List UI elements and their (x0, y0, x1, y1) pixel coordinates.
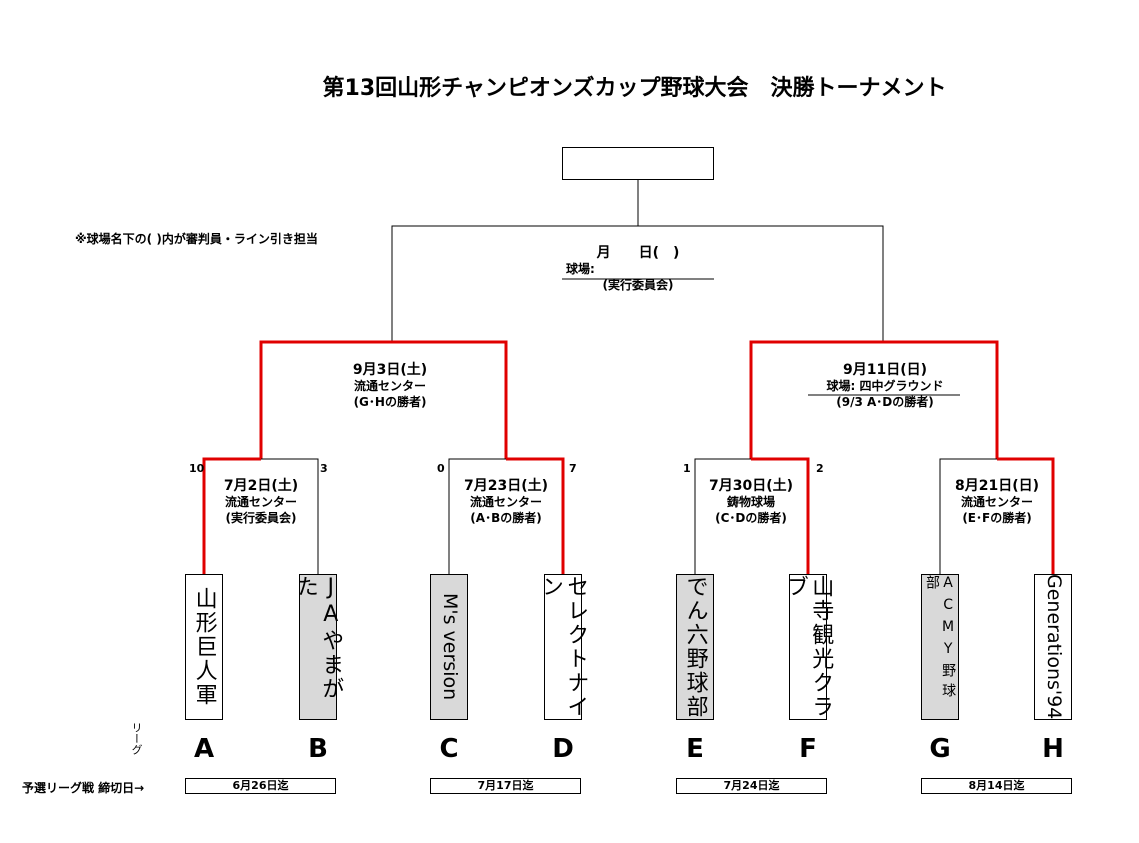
qf1-date: 7月2日(土) (223, 478, 299, 494)
referee-note: ※球場名下の( )内が審判員・ライン引き担当 (75, 232, 318, 246)
final-referee: (実行委員会) (602, 278, 674, 292)
qf3-score-right: 2 (816, 462, 824, 475)
team-name-f: 山寺観光クラブ (783, 575, 834, 719)
team-box-a: 山形巨人軍 (185, 574, 223, 720)
qf3-left (694, 458, 751, 574)
qf1-score-left: 10 (189, 462, 205, 475)
qf4-date: 8月21日(日) (954, 478, 1040, 494)
deadline-ef: 7月24日迄 (676, 778, 827, 794)
qf2-left (448, 458, 506, 574)
qf3-score-left: 1 (683, 462, 691, 475)
team-name-b: JAやまがた (293, 575, 344, 701)
champion-box (562, 147, 714, 180)
semi-right-bracket-left (749, 340, 883, 459)
deadline-ab: 6月26日迄 (185, 778, 336, 794)
semi-left-date: 9月3日(土) (352, 362, 428, 378)
team-box-h: Generations'94 (1034, 574, 1072, 720)
semi-left-bracket-right (392, 340, 508, 459)
qf2-venue: 流通センター (469, 495, 542, 509)
qf4-right (997, 457, 1055, 574)
qf4-venue: 流通センター (960, 495, 1033, 509)
qf1-left (202, 457, 261, 574)
qf1-right (261, 458, 319, 574)
qf2-score-left: 0 (437, 462, 445, 475)
deadline-label: 予選リーグ戦 締切日→ (22, 781, 145, 795)
qf2-date: 7月23日(土) (463, 478, 549, 494)
semi-right-bracket-right (883, 340, 999, 459)
qf4-referee: (E･Fの勝者) (962, 511, 1032, 525)
final-info: 月 日( ) 球場: (実行委員会) (540, 245, 736, 293)
qf3-date: 7月30日(土) (708, 478, 794, 494)
qf2-right (506, 457, 565, 574)
team-box-d: セレクトナイン (538, 574, 588, 720)
semi-right-date: 9月11日(日) (842, 362, 928, 378)
qf1-score-right: 3 (320, 462, 328, 475)
semi-left-venue: 流通センター (353, 379, 426, 393)
team-name-c: M's version (438, 593, 461, 701)
semi-left-bracket-left (259, 340, 392, 459)
team-name-e: でん六野球部 (682, 575, 708, 719)
qf1-info: 7月2日(土) 流通センター (実行委員会) (196, 478, 326, 526)
league-letter-c: C (439, 734, 459, 764)
team-box-b: JAやまがた (293, 574, 343, 720)
final-venue: 球場: (566, 262, 595, 276)
team-name-a: 山形巨人軍 (191, 587, 217, 707)
page-title: 第13回山形チャンピオンズカップ野球大会 決勝トーナメント (322, 76, 947, 101)
qf2-info: 7月23日(土) 流通センター (A･Bの勝者) (441, 478, 571, 526)
qf4-left (939, 458, 997, 574)
team-box-c: M's version (430, 574, 468, 720)
qf1-venue: 流通センター (224, 495, 297, 509)
semi-right-info: 9月11日(日) 球場: 四中グラウンド (9/3 A･Dの勝者) (795, 362, 975, 410)
league-letter-e: E (686, 734, 704, 764)
league-letter-f: F (799, 734, 817, 764)
team-box-e: でん六野球部 (676, 574, 714, 720)
team-name-h: Generations'94 (1042, 574, 1065, 720)
final-bracket (391, 225, 884, 342)
league-letter-b: B (308, 734, 328, 764)
league-letter-d: D (552, 734, 574, 764)
qf3-info: 7月30日(土) 鋳物球場 (C･Dの勝者) (686, 478, 816, 526)
deadline-cd: 7月17日迄 (430, 778, 581, 794)
qf1-referee: (実行委員会) (225, 511, 297, 525)
team-name-g: ACMY野球部 (924, 575, 957, 703)
semi-right-referee: (9/3 A･Dの勝者) (836, 395, 934, 409)
league-letter-g: G (929, 734, 951, 764)
semi-left-referee: (G･Hの勝者) (353, 395, 427, 409)
team-name-d: セレクトナイン (538, 575, 589, 719)
league-letter-a: A (193, 734, 215, 764)
qf3-venue: 鋳物球場 (726, 495, 775, 509)
qf2-referee: (A･Bの勝者) (470, 511, 542, 525)
team-box-g: ACMY野球部 (921, 574, 959, 720)
league-label: リーグ (130, 722, 143, 755)
final-date: 月 日( ) (596, 245, 680, 261)
qf3-referee: (C･Dの勝者) (715, 511, 787, 525)
deadline-gh: 8月14日迄 (921, 778, 1072, 794)
qf4-info: 8月21日(日) 流通センター (E･Fの勝者) (932, 478, 1062, 526)
qf2-score-right: 7 (569, 462, 577, 475)
league-letter-h: H (1042, 734, 1064, 764)
semi-right-venue: 球場: 四中グラウンド (826, 379, 944, 393)
team-box-f: 山寺観光クラブ (783, 574, 833, 720)
semi-left-info: 9月3日(土) 流通センター (G･Hの勝者) (310, 362, 470, 410)
qf3-right (751, 457, 810, 574)
